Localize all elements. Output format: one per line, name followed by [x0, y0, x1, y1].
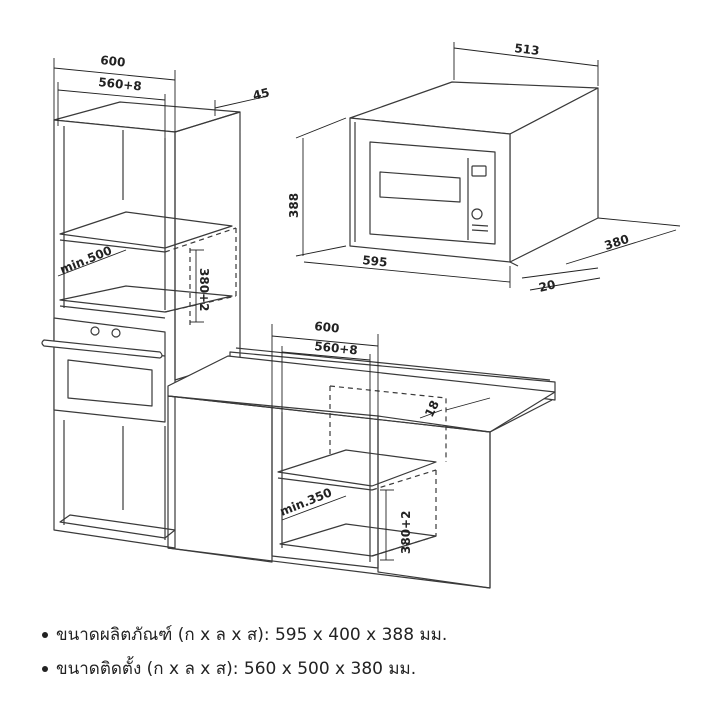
dim-base-width: 600 — [314, 319, 340, 336]
dim-mw-depth: 380 — [603, 232, 631, 253]
dim-tall-niche-height: 380+2 — [197, 268, 211, 311]
bullet-icon — [42, 666, 48, 672]
dim-base-inner-width: 560+8 — [314, 339, 359, 357]
dim-mw-height: 388 — [287, 193, 301, 218]
microwave — [349, 81, 599, 267]
dim-base-min-depth: min.350 — [278, 485, 334, 519]
dim-tall-offset: 45 — [251, 85, 271, 103]
bullet-icon — [42, 632, 48, 638]
dim-mw-front-width: 595 — [362, 253, 388, 270]
dim-base-niche-height: 380+2 — [399, 511, 413, 554]
base-cabinets — [167, 347, 556, 589]
dimension-lines — [53, 42, 681, 561]
spec-install-size-text: ขนาดติดตั้ง (ก x ล x ส): 560 x 500 x 380… — [56, 659, 417, 679]
dim-mw-door-depth: 20 — [537, 277, 557, 295]
dim-tall-width: 600 — [100, 53, 126, 70]
dim-tall-inner-width: 560+8 — [98, 75, 143, 93]
built-in-oven — [41, 317, 166, 423]
spec-install-size: ขนาดติดตั้ง (ก x ล x ส): 560 x 500 x 380… — [42, 652, 702, 686]
specs-list: ขนาดผลิตภัณฑ์ (ก x ล x ส): 595 x 400 x 3… — [42, 618, 702, 686]
dim-base-offset: 18 — [422, 398, 442, 419]
spec-product-size: ขนาดผลิตภัณฑ์ (ก x ล x ส): 595 x 400 x 3… — [42, 618, 702, 652]
dim-mw-width: 513 — [514, 41, 541, 58]
spec-product-size-text: ขนาดผลิตภัณฑ์ (ก x ล x ส): 595 x 400 x 3… — [56, 625, 448, 645]
